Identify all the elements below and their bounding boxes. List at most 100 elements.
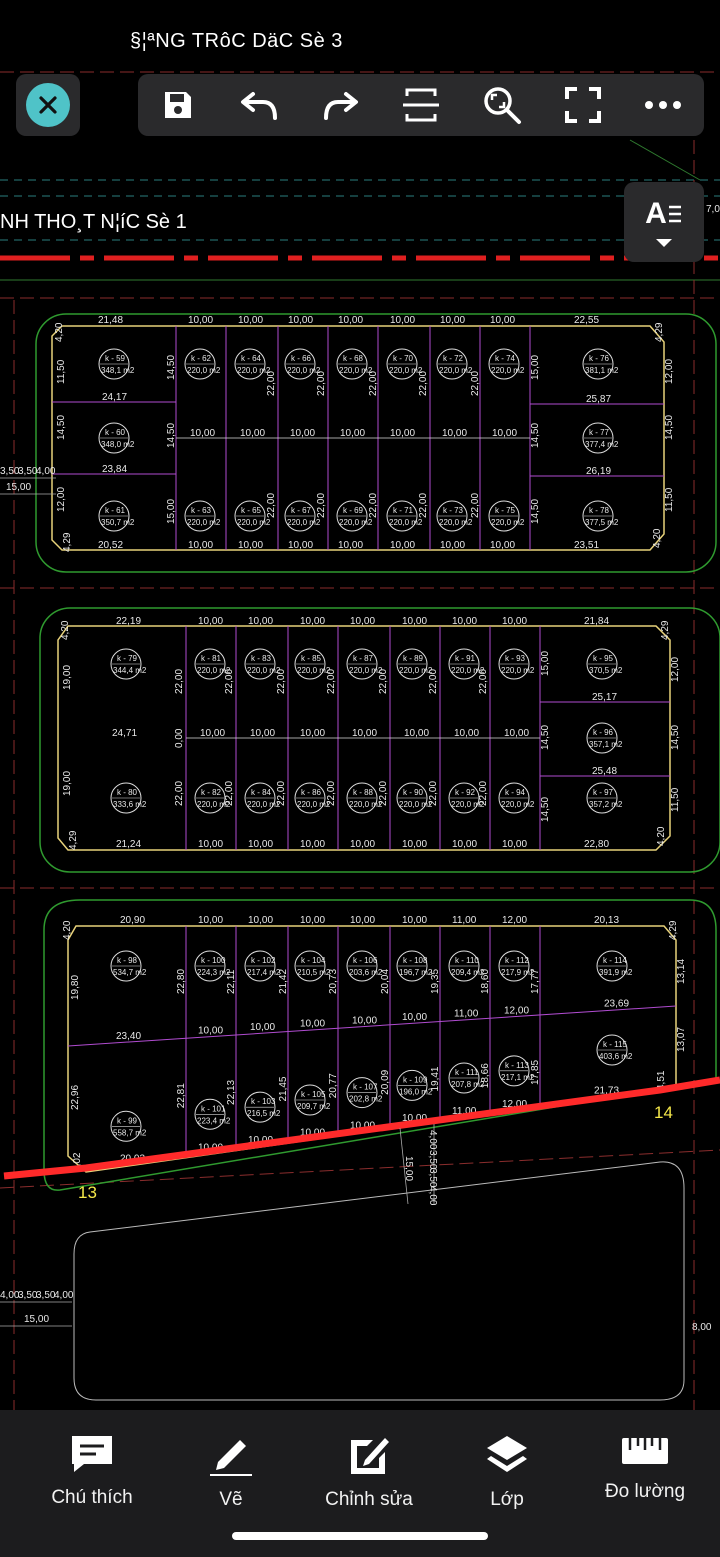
undo-button[interactable] xyxy=(231,77,287,133)
nav-layers[interactable]: Lớp xyxy=(442,1434,572,1511)
dim-bottom: 10,00 xyxy=(490,540,515,551)
dim-left: 19,00 xyxy=(62,665,73,690)
lot-area: 350,7 m2 xyxy=(101,518,135,527)
nav-annotation[interactable]: Chú thích xyxy=(27,1434,157,1509)
dim-mid: 10,00 xyxy=(352,1015,377,1026)
dim-right: 13,14 xyxy=(676,959,687,984)
redo-button[interactable] xyxy=(312,77,368,133)
more-button[interactable] xyxy=(635,77,691,133)
lot-id: k - 96 xyxy=(593,728,614,737)
close-button[interactable] xyxy=(16,74,80,136)
cad-canvas[interactable]: NH THO¸T N¦íC Sè 1 7,00 21,4810,0010,001… xyxy=(0,0,720,1410)
svg-text:3,50: 3,50 xyxy=(36,1290,56,1301)
left-dims: 3,50 3,50 4,00 15,00 xyxy=(0,466,56,495)
dim-mid: 12,00 xyxy=(504,1005,529,1016)
lot-id: k - 64 xyxy=(241,354,262,363)
drawing-title: §¦ªNG TRôC DäC Sè 3 xyxy=(130,30,343,52)
save-button[interactable] xyxy=(150,77,206,133)
lot-area: 210,5 m2 xyxy=(297,968,331,977)
dim-vert: 22,00 xyxy=(276,669,287,694)
dim-top: 10,00 xyxy=(490,315,515,326)
dim-width: 25,87 xyxy=(586,394,611,405)
lot-id: k - 107 xyxy=(353,1083,378,1092)
nav-draw[interactable]: Vẽ xyxy=(166,1434,296,1511)
section-button[interactable] xyxy=(393,77,449,133)
text-style-button[interactable]: A xyxy=(624,182,704,262)
zoom-extents-button[interactable] xyxy=(474,77,530,133)
dim-vert: 17,77 xyxy=(530,969,541,994)
dim-vert: 18,60 xyxy=(480,969,491,994)
text-style-label: A xyxy=(645,197,667,230)
lot-area: 220,0 m2 xyxy=(389,366,423,375)
dim-left: 19,00 xyxy=(62,771,73,796)
dim-left: 11,50 xyxy=(56,359,67,384)
nav-measure[interactable]: Đo lường xyxy=(580,1434,710,1503)
dim-bottom: 10,00 xyxy=(288,540,313,551)
dim-corner: 4,20 xyxy=(656,826,667,846)
lot-id: k - 81 xyxy=(201,654,222,663)
fullscreen-button[interactable] xyxy=(555,77,611,133)
svg-text:4,00: 4,00 xyxy=(36,466,56,477)
nav-edit[interactable]: Chỉnh sửa xyxy=(304,1434,434,1511)
home-indicator[interactable] xyxy=(232,1532,488,1540)
dim-mid: 10,00 xyxy=(340,428,365,439)
